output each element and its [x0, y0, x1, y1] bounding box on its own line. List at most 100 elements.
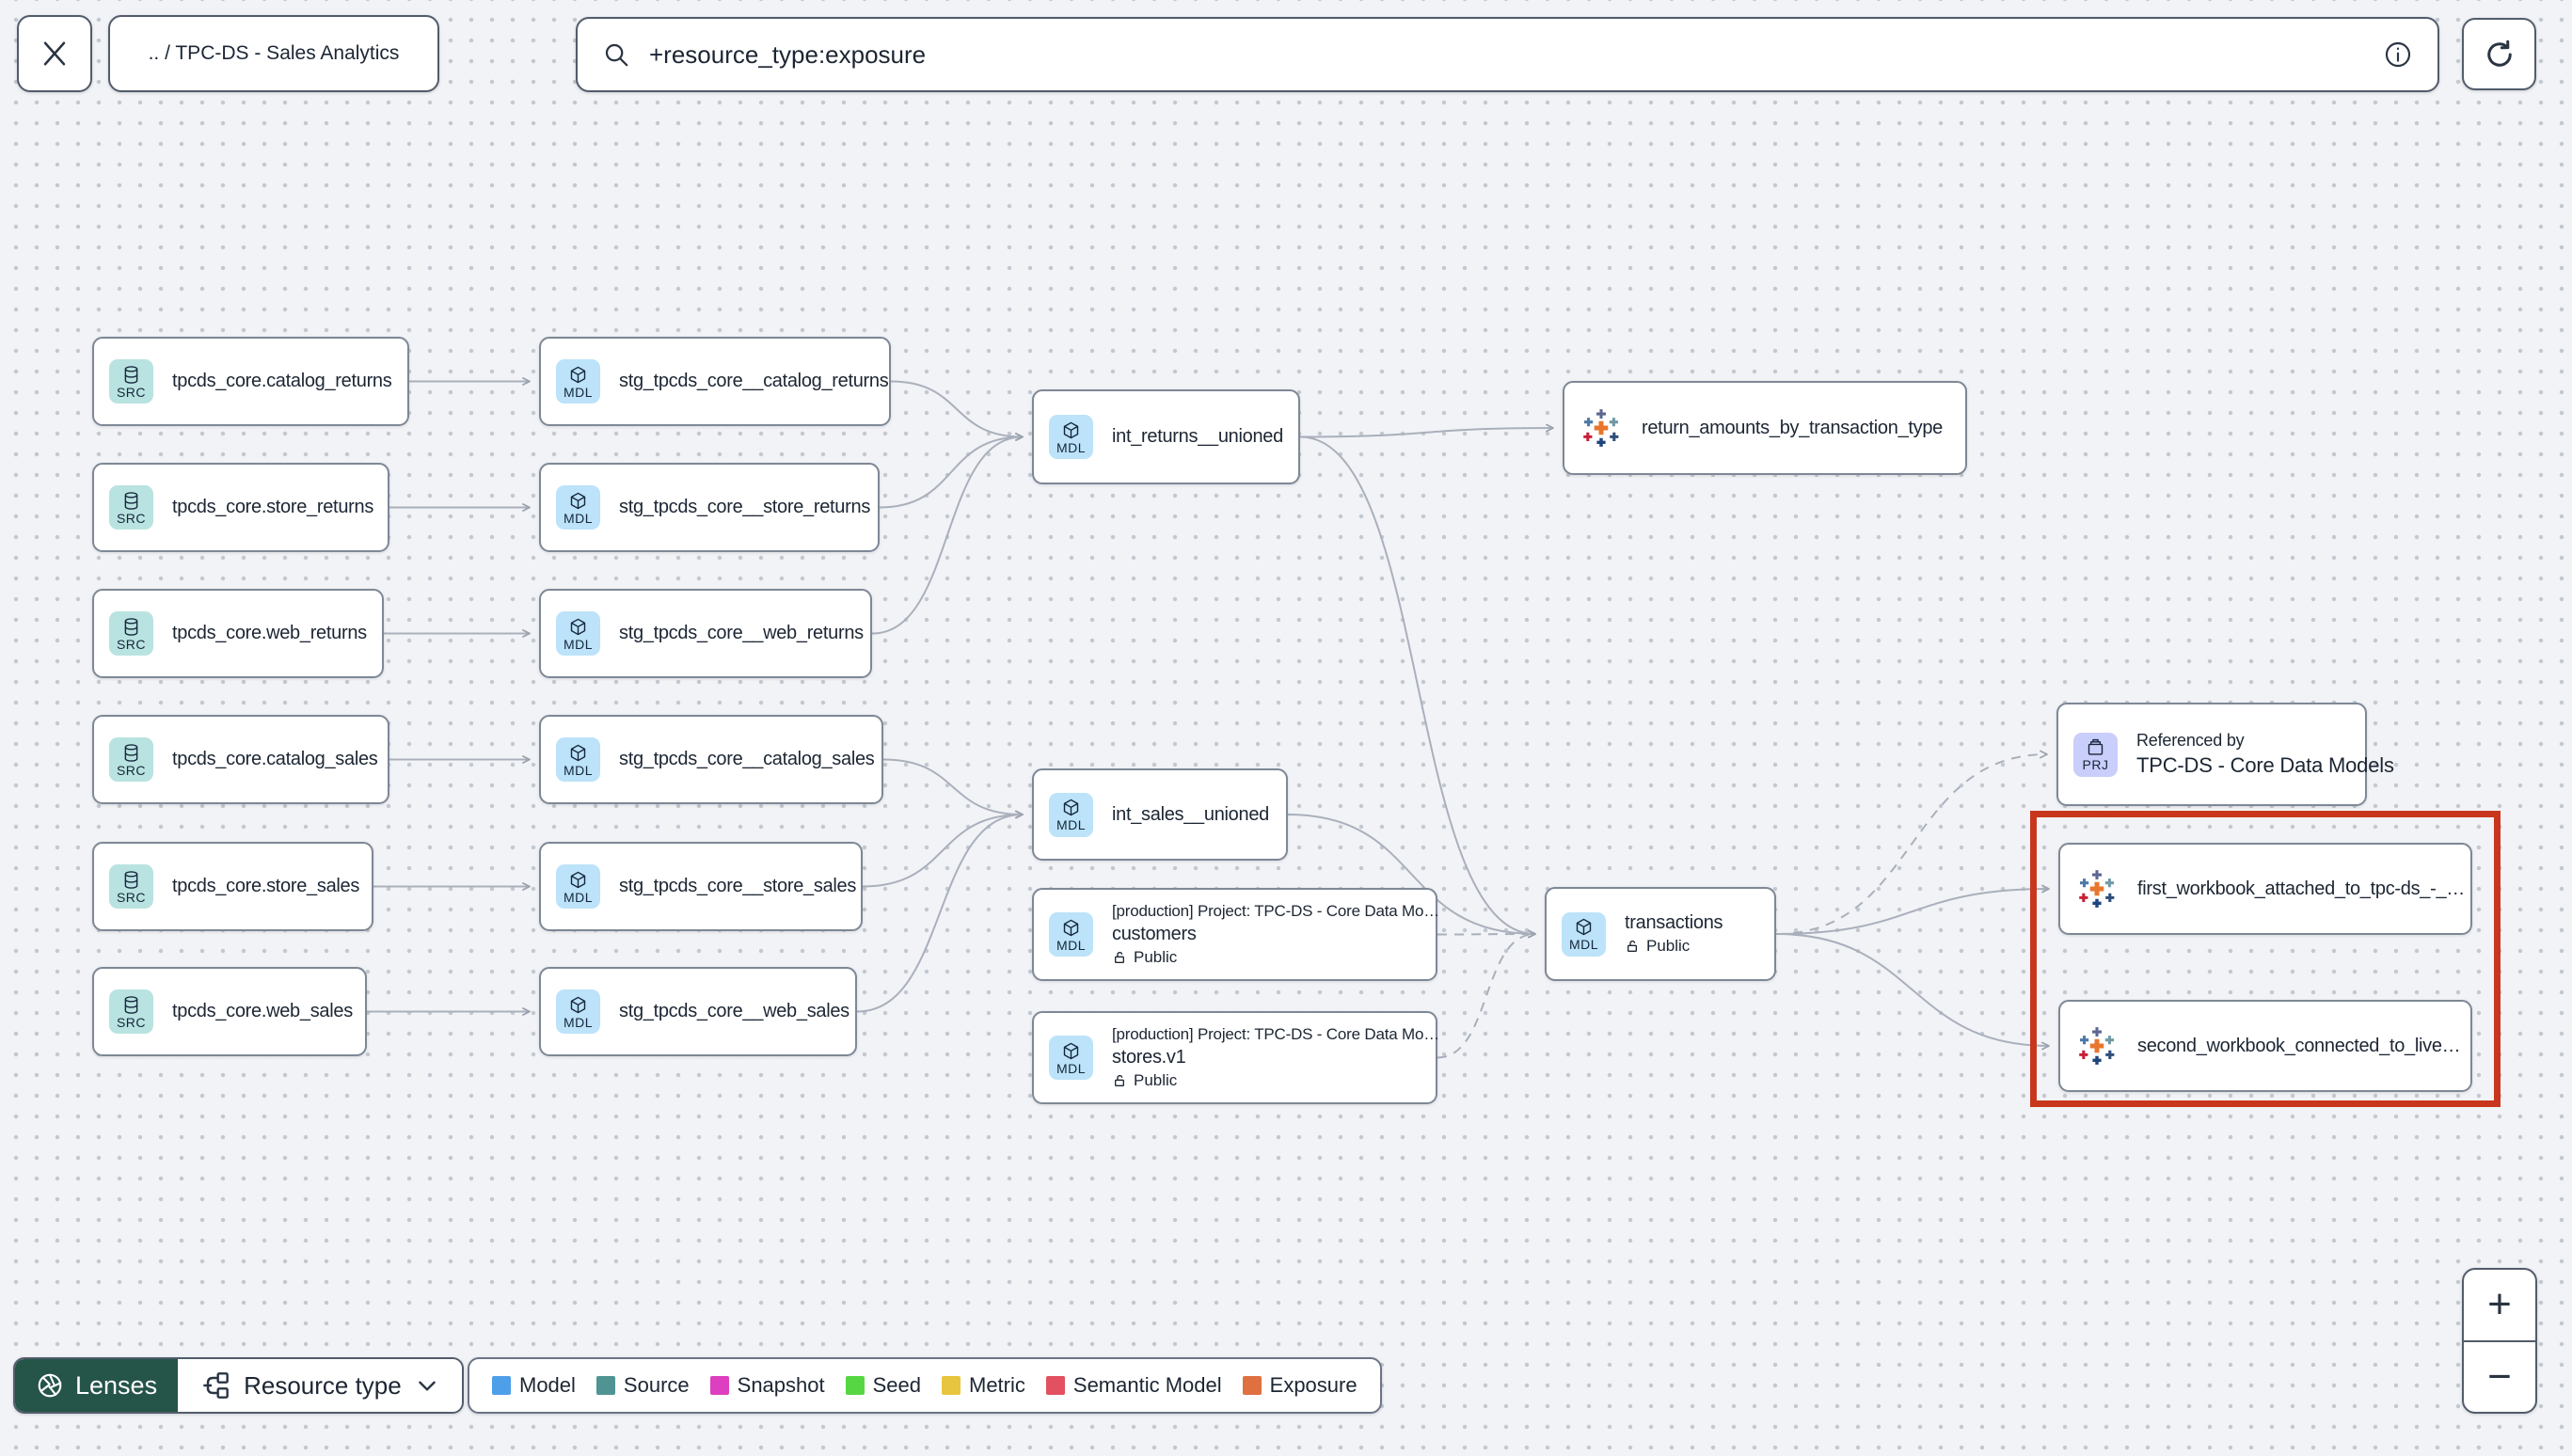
zoom-out-button[interactable]: −: [2487, 1353, 2512, 1400]
legend-item-semantic-model: Semantic Model: [1045, 1373, 1222, 1398]
source-icon: SRC: [109, 359, 153, 404]
source-icon: SRC: [109, 485, 153, 530]
public-access-row: Public: [1112, 948, 1421, 967]
node-int_sales[interactable]: MDL int_sales__unioned: [1032, 768, 1288, 861]
badge-label: MDL: [1056, 1060, 1087, 1076]
tableau-exposure-icon: [2075, 867, 2119, 910]
legend-swatch: [1045, 1376, 1065, 1395]
refresh-button[interactable]: [2462, 18, 2536, 90]
badge-label: MDL: [563, 636, 594, 652]
search-input[interactable]: [647, 39, 2366, 71]
chevron-down-icon: [415, 1373, 439, 1398]
tableau-exposure-icon: [2075, 1024, 2119, 1068]
node-label: stg_tpcds_core__store_sales: [619, 876, 857, 896]
zoom-in-button[interactable]: +: [2464, 1270, 2535, 1342]
node-text: int_returns__unioned: [1112, 426, 1283, 448]
info-icon[interactable]: [2383, 40, 2413, 70]
node-text: tpcds_core.store_sales: [172, 876, 360, 897]
node-src_store_sales[interactable]: SRC tpcds_core.store_sales: [92, 842, 373, 931]
lenses-label: Lenses: [75, 1370, 158, 1400]
unlock-icon: [1625, 939, 1640, 954]
node-text: stg_tpcds_core__catalog_sales: [619, 749, 875, 770]
legend-item-model: Model: [492, 1373, 576, 1398]
node-label: stg_tpcds_core__catalog_sales: [619, 749, 875, 769]
close-button[interactable]: [17, 15, 92, 92]
node-label: second_workbook_connected_to_live…: [2137, 1035, 2461, 1056]
node-label: tpcds_core.web_sales: [172, 1001, 353, 1021]
search-bar: [576, 17, 2439, 92]
model-icon: MDL: [1049, 792, 1093, 837]
node-label: stg_tpcds_core__web_sales: [619, 1001, 849, 1021]
unlock-icon: [1112, 1073, 1127, 1088]
lenses-button[interactable]: Lenses: [15, 1359, 179, 1412]
node-label: tpcds_core.catalog_returns: [172, 371, 392, 391]
node-text: first_workbook_attached_to_tpc-ds_-_…: [2137, 878, 2465, 900]
source-icon: SRC: [109, 611, 153, 656]
node-wb_second[interactable]: second_workbook_connected_to_live…: [2058, 1000, 2472, 1092]
model-icon: MDL: [1049, 1036, 1093, 1080]
legend-swatch: [845, 1376, 865, 1395]
badge-label: SRC: [116, 889, 147, 905]
model-icon: MDL: [556, 611, 600, 656]
legend-item-metric: Metric: [942, 1373, 1025, 1398]
node-stg_catalog_returns[interactable]: MDL stg_tpcds_core__catalog_returns: [539, 337, 891, 426]
tableau-exposure-icon: [1580, 406, 1623, 450]
close-icon: [40, 40, 69, 68]
node-subtitle: Referenced by: [2136, 731, 2245, 750]
badge-label: MDL: [563, 1014, 594, 1030]
badge-label: SRC: [116, 510, 147, 526]
model-icon: MDL: [556, 737, 600, 782]
node-text: stg_tpcds_core__catalog_returns: [619, 371, 889, 392]
node-src_catalog_sales[interactable]: SRC tpcds_core.catalog_sales: [92, 715, 389, 804]
node-prj_core[interactable]: PRJ Referenced by TPC-DS - Core Data Model…: [2056, 703, 2394, 806]
model-icon: MDL: [1049, 912, 1093, 957]
node-src_catalog_returns[interactable]: SRC tpcds_core.catalog_returns: [92, 337, 409, 426]
node-src_web_sales[interactable]: SRC tpcds_core.web_sales: [92, 967, 367, 1056]
model-icon: MDL: [556, 359, 600, 404]
node-stg_web_sales[interactable]: MDL stg_tpcds_core__web_sales: [539, 967, 857, 1056]
node-text: stg_tpcds_core__store_returns: [619, 497, 870, 518]
node-label: tpcds_core.store_sales: [172, 876, 360, 896]
breadcrumb[interactable]: .. / TPC-DS - Sales Analytics: [108, 15, 439, 92]
node-stg_catalog_sales[interactable]: MDL stg_tpcds_core__catalog_sales: [539, 715, 883, 804]
legend-item-source: Source: [595, 1373, 690, 1398]
node-label: customers: [1112, 924, 1197, 944]
project-icon: PRJ: [2073, 732, 2118, 777]
node-stores_v1[interactable]: MDL [production] Project: TPC-DS - Core D…: [1032, 1011, 1439, 1104]
node-label: transactions: [1625, 912, 1723, 933]
node-text: tpcds_core.catalog_returns: [172, 371, 392, 392]
unlock-icon: [1112, 950, 1127, 965]
node-text: tpcds_core.web_sales: [172, 1001, 353, 1022]
node-customers[interactable]: MDL [production] Project: TPC-DS - Core D…: [1032, 888, 1440, 981]
badge-label: SRC: [116, 1014, 147, 1030]
resource-type-label: Resource type: [244, 1370, 402, 1400]
source-icon: SRC: [109, 864, 153, 909]
public-label: Public: [1646, 937, 1691, 955]
legend-item-snapshot: Snapshot: [709, 1373, 825, 1398]
node-wb_first[interactable]: first_workbook_attached_to_tpc-ds_-_…: [2058, 843, 2472, 935]
badge-label: PRJ: [2082, 757, 2109, 772]
badge-label: SRC: [116, 636, 147, 652]
node-label: TPC-DS - Core Data Models: [2136, 753, 2394, 777]
search-icon: [602, 40, 630, 69]
resource-type-icon: [200, 1370, 230, 1401]
node-exposure_returns[interactable]: return_amounts_by_transaction_type: [1563, 381, 1967, 475]
node-text: tpcds_core.catalog_sales: [172, 749, 378, 770]
node-label: int_sales__unioned: [1112, 803, 1269, 825]
node-text: int_sales__unioned: [1112, 804, 1269, 826]
node-subtitle: [production] Project: TPC-DS - Core Data…: [1112, 902, 1440, 920]
resource-type-dropdown[interactable]: Resource type: [178, 1359, 462, 1412]
legend-swatch: [595, 1376, 615, 1395]
legend-swatch: [942, 1376, 961, 1395]
source-icon: SRC: [109, 737, 153, 782]
model-icon: MDL: [556, 989, 600, 1034]
node-text: [production] Project: TPC-DS - Core Data…: [1112, 1025, 1439, 1090]
